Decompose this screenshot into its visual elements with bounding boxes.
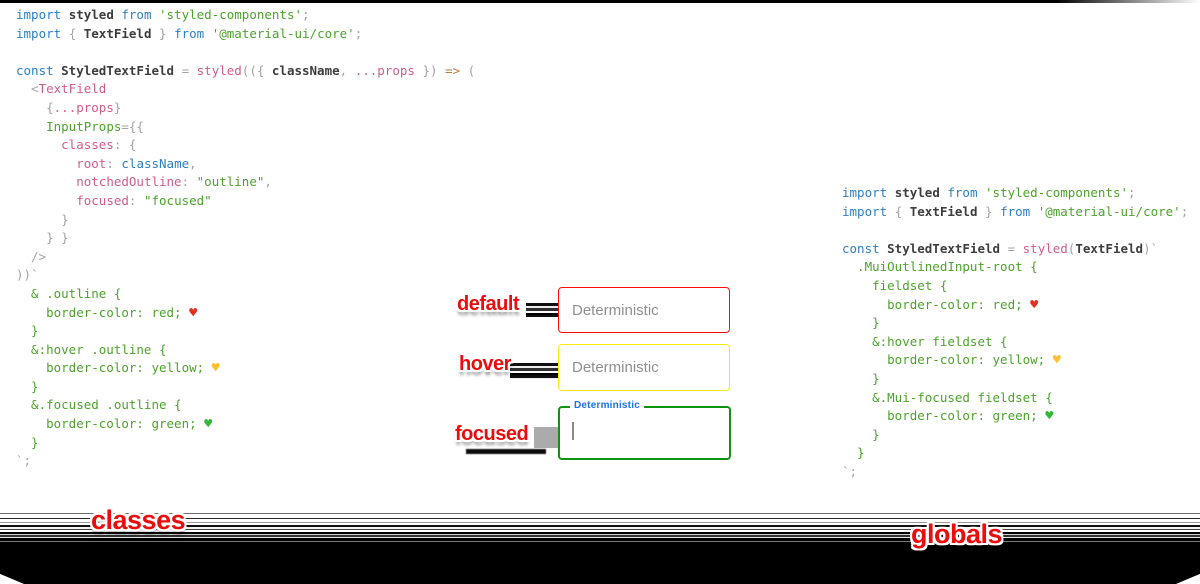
motion-blur-focused [534, 427, 558, 448]
code-line: } [16, 434, 39, 450]
code-line: &:hover .outline { [16, 341, 167, 357]
textfield-default-input[interactable] [559, 288, 729, 332]
code-line: } [842, 426, 880, 442]
code-line: &.Mui-focused fieldset { [842, 389, 1053, 405]
state-label-hover: hover [459, 353, 511, 375]
textfield-hover[interactable] [558, 344, 730, 391]
code-line: &:hover fieldset { [842, 333, 1008, 349]
top-edge-shadow [0, 0, 1200, 3]
code-line: <TextField [16, 81, 107, 97]
code-line: const StyledTextField = styled(TextField… [842, 240, 1159, 256]
code-line: border-color: yellow; ♥ [16, 360, 220, 377]
state-label-default: default [457, 293, 520, 315]
code-line: InputProps={{ [46, 118, 144, 134]
code-line: {...props} [16, 99, 122, 115]
textfield-hover-input[interactable] [559, 345, 729, 390]
code-line: import { TextField } from '@material-ui/… [16, 25, 363, 41]
code-line: .MuiOutlinedInput-root { [842, 259, 1038, 275]
code-line: } [842, 370, 880, 386]
code-line: `; [16, 453, 32, 469]
section-label-globals: globals [911, 519, 1003, 549]
textfield-focused-label: Deterministic [570, 400, 644, 411]
code-line: const StyledTextField = styled(({ classN… [16, 62, 476, 78]
code-line: import { TextField } from '@material-ui/… [842, 203, 1189, 219]
code-line: } [842, 445, 865, 461]
code-line: /> [16, 248, 47, 264]
code-line: import styled from 'styled-components'; [16, 7, 310, 22]
code-line: root: className, [76, 155, 197, 171]
code-line: `; [842, 463, 858, 479]
code-line: & .outline { [16, 285, 122, 301]
code-line: border-color: green; ♥ [842, 408, 1054, 425]
code-line: } [16, 378, 39, 394]
code-line: } } [16, 230, 69, 246]
code-line: border-color: red; ♥ [16, 304, 198, 321]
motion-blur-default [526, 303, 558, 317]
code-line: focused: "focused" [76, 192, 212, 208]
textfield-focused[interactable]: Deterministic [558, 400, 731, 460]
code-line: classes: { [61, 137, 137, 153]
textfield-default[interactable] [558, 287, 730, 333]
code-line: ))` [16, 267, 39, 283]
code-block-classes: import styled from 'styled-components'; i… [16, 6, 475, 471]
code-line [16, 43, 475, 62]
section-label-classes: classes [91, 505, 186, 535]
bottom-black-band [0, 548, 1200, 584]
code-line: border-color: yellow; ♥ [842, 352, 1061, 369]
code-line: } [842, 315, 880, 331]
code-line: fieldset { [842, 277, 948, 293]
code-line: } [16, 211, 69, 227]
code-line: } [16, 323, 39, 339]
code-block-globals: import styled from 'styled-components'; i… [842, 184, 1188, 482]
text-cursor [572, 422, 574, 440]
code-line: border-color: red; ♥ [842, 296, 1039, 313]
code-line: import styled from 'styled-components'; [842, 185, 1136, 200]
film-strip-band [0, 510, 1200, 548]
state-label-focused: focused [455, 423, 529, 445]
code-line: border-color: green; ♥ [16, 416, 213, 433]
motion-blur-focused-shadow [466, 449, 546, 454]
motion-blur-hover [510, 363, 558, 379]
code-line [842, 221, 1188, 240]
code-line: &.focused .outline { [16, 397, 182, 413]
code-line: notchedOutline: "outline", [76, 174, 272, 190]
